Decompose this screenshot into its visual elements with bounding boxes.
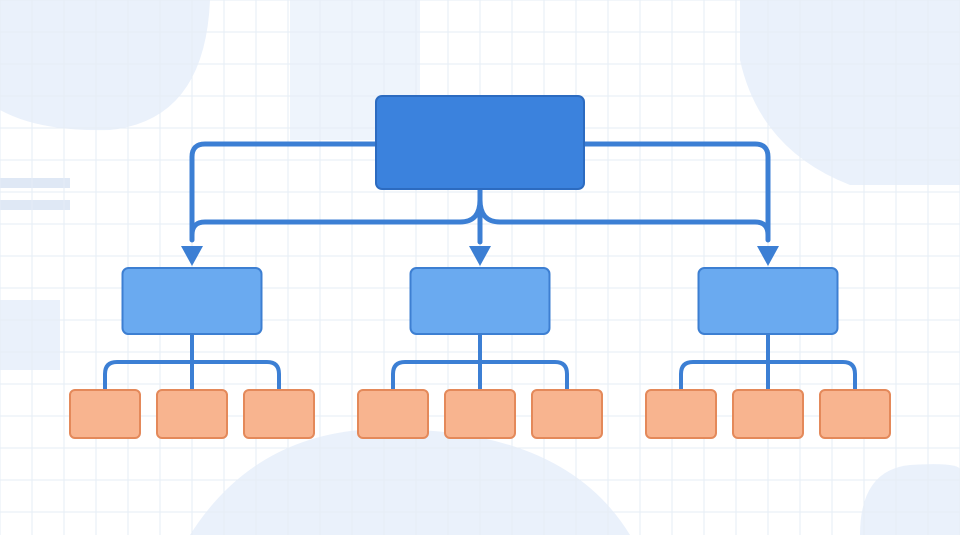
bg-half-circle-shape — [190, 429, 630, 535]
bg-corner-shape — [860, 464, 960, 535]
child-node-2 — [409, 267, 551, 335]
connector-root-child-3 — [581, 141, 771, 243]
arrowhead-icon — [181, 246, 203, 266]
connector-child-leaf-sides — [391, 360, 569, 392]
bg-blob-shape — [740, 0, 960, 185]
bg-stripe — [0, 200, 70, 210]
connector-bus-right — [477, 197, 771, 238]
leaf-node-4 — [357, 389, 429, 439]
leaf-node-9 — [819, 389, 891, 439]
connector-layer — [189, 141, 771, 245]
bg-circle-shape — [0, 0, 210, 131]
leaf-node-3 — [243, 389, 315, 439]
connector-root-child-1 — [189, 141, 379, 243]
leaf-connector-layer — [103, 332, 857, 392]
leaf-node-1 — [69, 389, 141, 439]
arrowhead-icon — [469, 246, 491, 266]
child-node-1 — [121, 267, 263, 335]
bg-stripe — [0, 178, 70, 188]
connector-child-leaf-sides — [103, 360, 281, 392]
leaf-node-7 — [645, 389, 717, 439]
leaf-node-6 — [531, 389, 603, 439]
leaf-node-5 — [444, 389, 516, 439]
arrowhead-icon — [757, 246, 779, 266]
leaf-node-8 — [732, 389, 804, 439]
connector-child-leaf-sides — [679, 360, 857, 392]
root-node — [375, 95, 585, 190]
bg-square-shape — [0, 300, 60, 370]
leaf-node-2 — [156, 389, 228, 439]
connector-bus-left — [189, 186, 483, 238]
node-layer — [69, 95, 891, 439]
child-node-3 — [697, 267, 839, 335]
arrowhead-layer — [181, 246, 779, 266]
